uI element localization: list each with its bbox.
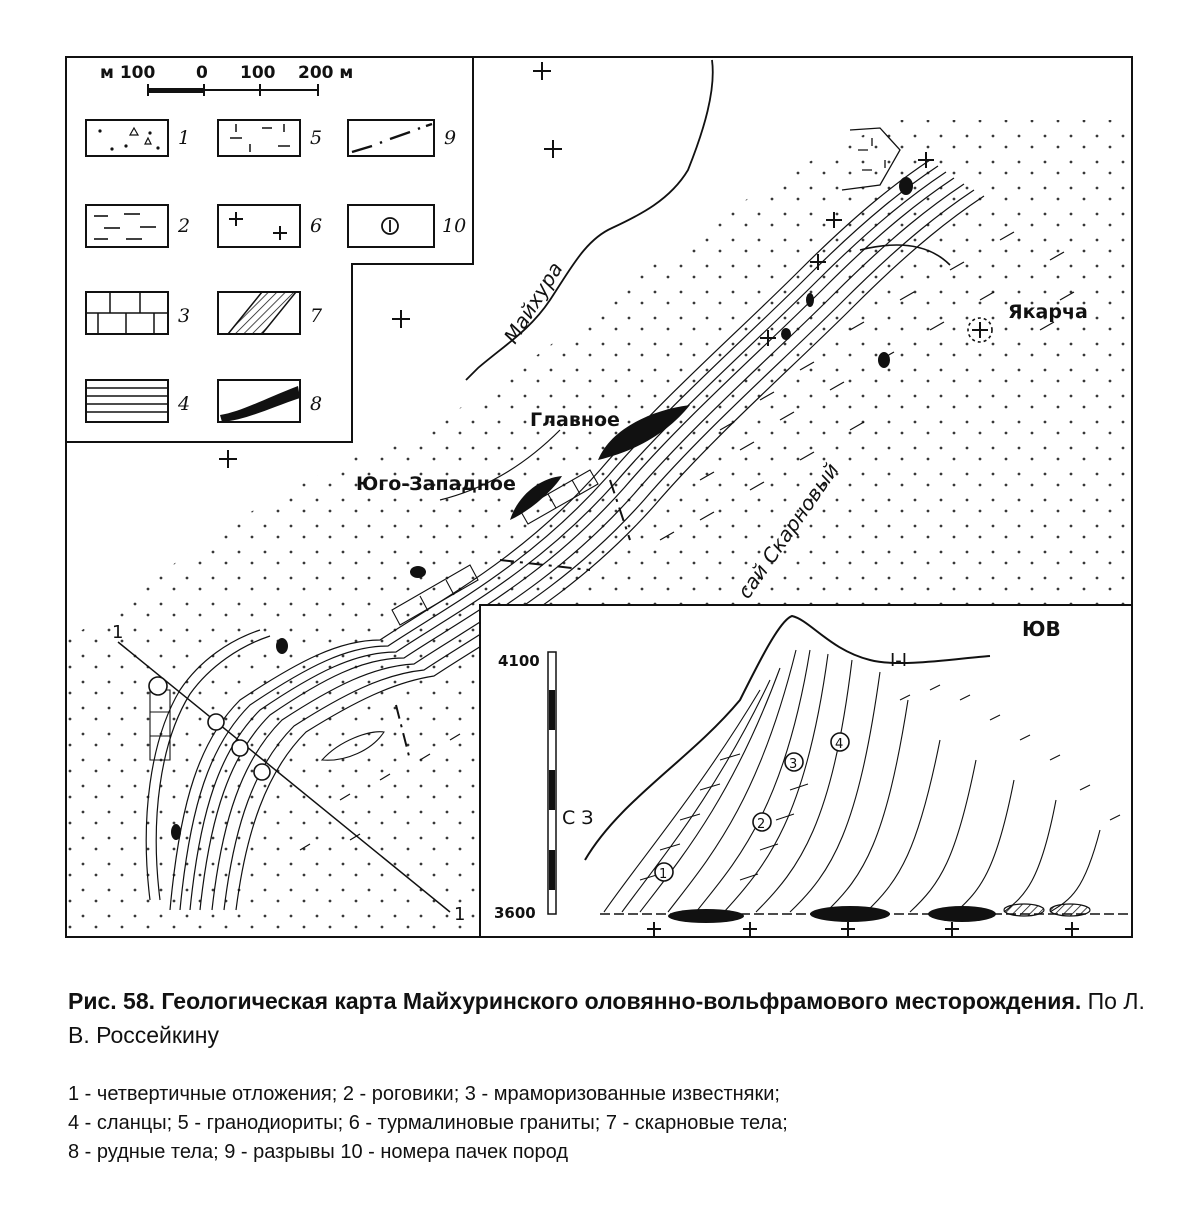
legend-num-10: 10 xyxy=(442,215,466,237)
river-maikhura xyxy=(465,59,714,381)
section-unit-circle-2 xyxy=(752,812,772,832)
legend-explanation: 1 - четвертичные отложения; 2 - роговики… xyxy=(68,1080,1168,1167)
section-unit-num-3: 3 xyxy=(789,757,797,772)
caption-title: Рис. 58. Геологическая карта Майхуринско… xyxy=(68,988,1082,1014)
caption-author: По Л. В. Россейкину xyxy=(68,988,1145,1048)
legend-swatch-5 xyxy=(217,119,301,157)
section-elev-bottom: 3600 xyxy=(494,904,536,922)
hornfels-dashes xyxy=(299,231,1075,851)
section-unit-circle-1 xyxy=(654,862,674,882)
legend-num-7: 7 xyxy=(310,305,323,327)
granite-crosses xyxy=(219,62,934,468)
cross-section-inset: 4100 3600 С З ЮВ I-I xyxy=(479,604,1133,938)
legend-swatch-2 xyxy=(85,204,169,248)
legend-swatches: 1 2 3 4 5 6 7 8 9 10 xyxy=(85,119,466,423)
ore-bodies xyxy=(171,177,913,840)
scale-label-0: м 100 xyxy=(100,63,155,83)
granodiorite-patch xyxy=(841,127,901,191)
label-section-end: 1 xyxy=(454,904,465,925)
section-elev-top: 4100 xyxy=(498,652,540,670)
section-title: I-I xyxy=(890,650,907,671)
section-unit-num-2: 2 xyxy=(757,817,765,832)
section-line-i-i xyxy=(117,641,451,913)
legend-num-8: 8 xyxy=(310,393,322,415)
label-deposit-glavnoe: Главное xyxy=(530,409,620,431)
label-deposit-yakarcha: Якарча xyxy=(1008,301,1088,323)
legend-swatch-4 xyxy=(85,379,169,423)
section-unit-num-1: 1 xyxy=(659,867,667,882)
section-unit-circle-3 xyxy=(784,752,804,772)
scale-bar: м 100 0 100 200 м xyxy=(100,63,353,96)
scale-label-2: 100 xyxy=(240,63,276,83)
legend-line-1: 1 - четвертичные отложения; 2 - роговики… xyxy=(68,1083,780,1105)
yakarcha-marker xyxy=(967,317,993,343)
section-unit-num-4: 4 xyxy=(835,737,843,752)
legend-num-1: 1 xyxy=(178,127,190,149)
scale-label-3: 200 м xyxy=(298,63,353,83)
label-section-start: 1 xyxy=(112,622,123,643)
scale-label-1: 0 xyxy=(196,63,208,83)
legend-line-3: 8 - рудные тела; 9 - разрывы 10 - номера… xyxy=(68,1141,568,1163)
stream-line xyxy=(859,244,951,266)
section-topography xyxy=(584,614,991,861)
faults xyxy=(395,479,631,761)
legend-num-4: 4 xyxy=(177,393,190,415)
geological-map-figure: м 100 0 100 200 м 1 2 3 4 5 6 7 xyxy=(65,56,1133,938)
legend-num-9: 9 xyxy=(444,127,456,149)
legend-num-5: 5 xyxy=(310,127,322,149)
legend-line-2: 4 - сланцы; 5 - гранодиориты; 6 - турмал… xyxy=(68,1112,788,1134)
strata-band xyxy=(145,159,985,911)
map-unit-circles xyxy=(148,676,271,781)
legend-num-3: 3 xyxy=(178,305,190,327)
legend-swatch-6 xyxy=(217,204,301,248)
section-label-se: ЮВ xyxy=(1022,617,1061,641)
quaternary-cover xyxy=(66,120,1132,937)
section-label-nw: С З xyxy=(562,807,594,829)
figure-caption: Рис. 58. Геологическая карта Майхуринско… xyxy=(68,984,1168,1052)
legend-num-2: 2 xyxy=(177,215,190,237)
section-unit-circle-4 xyxy=(830,732,850,752)
legend-swatch-10 xyxy=(347,204,435,248)
legend-num-6: 6 xyxy=(310,215,322,237)
legend-swatch-1 xyxy=(85,119,169,157)
label-deposit-yugo-zapadnoe: Юго-Западное xyxy=(356,473,516,495)
